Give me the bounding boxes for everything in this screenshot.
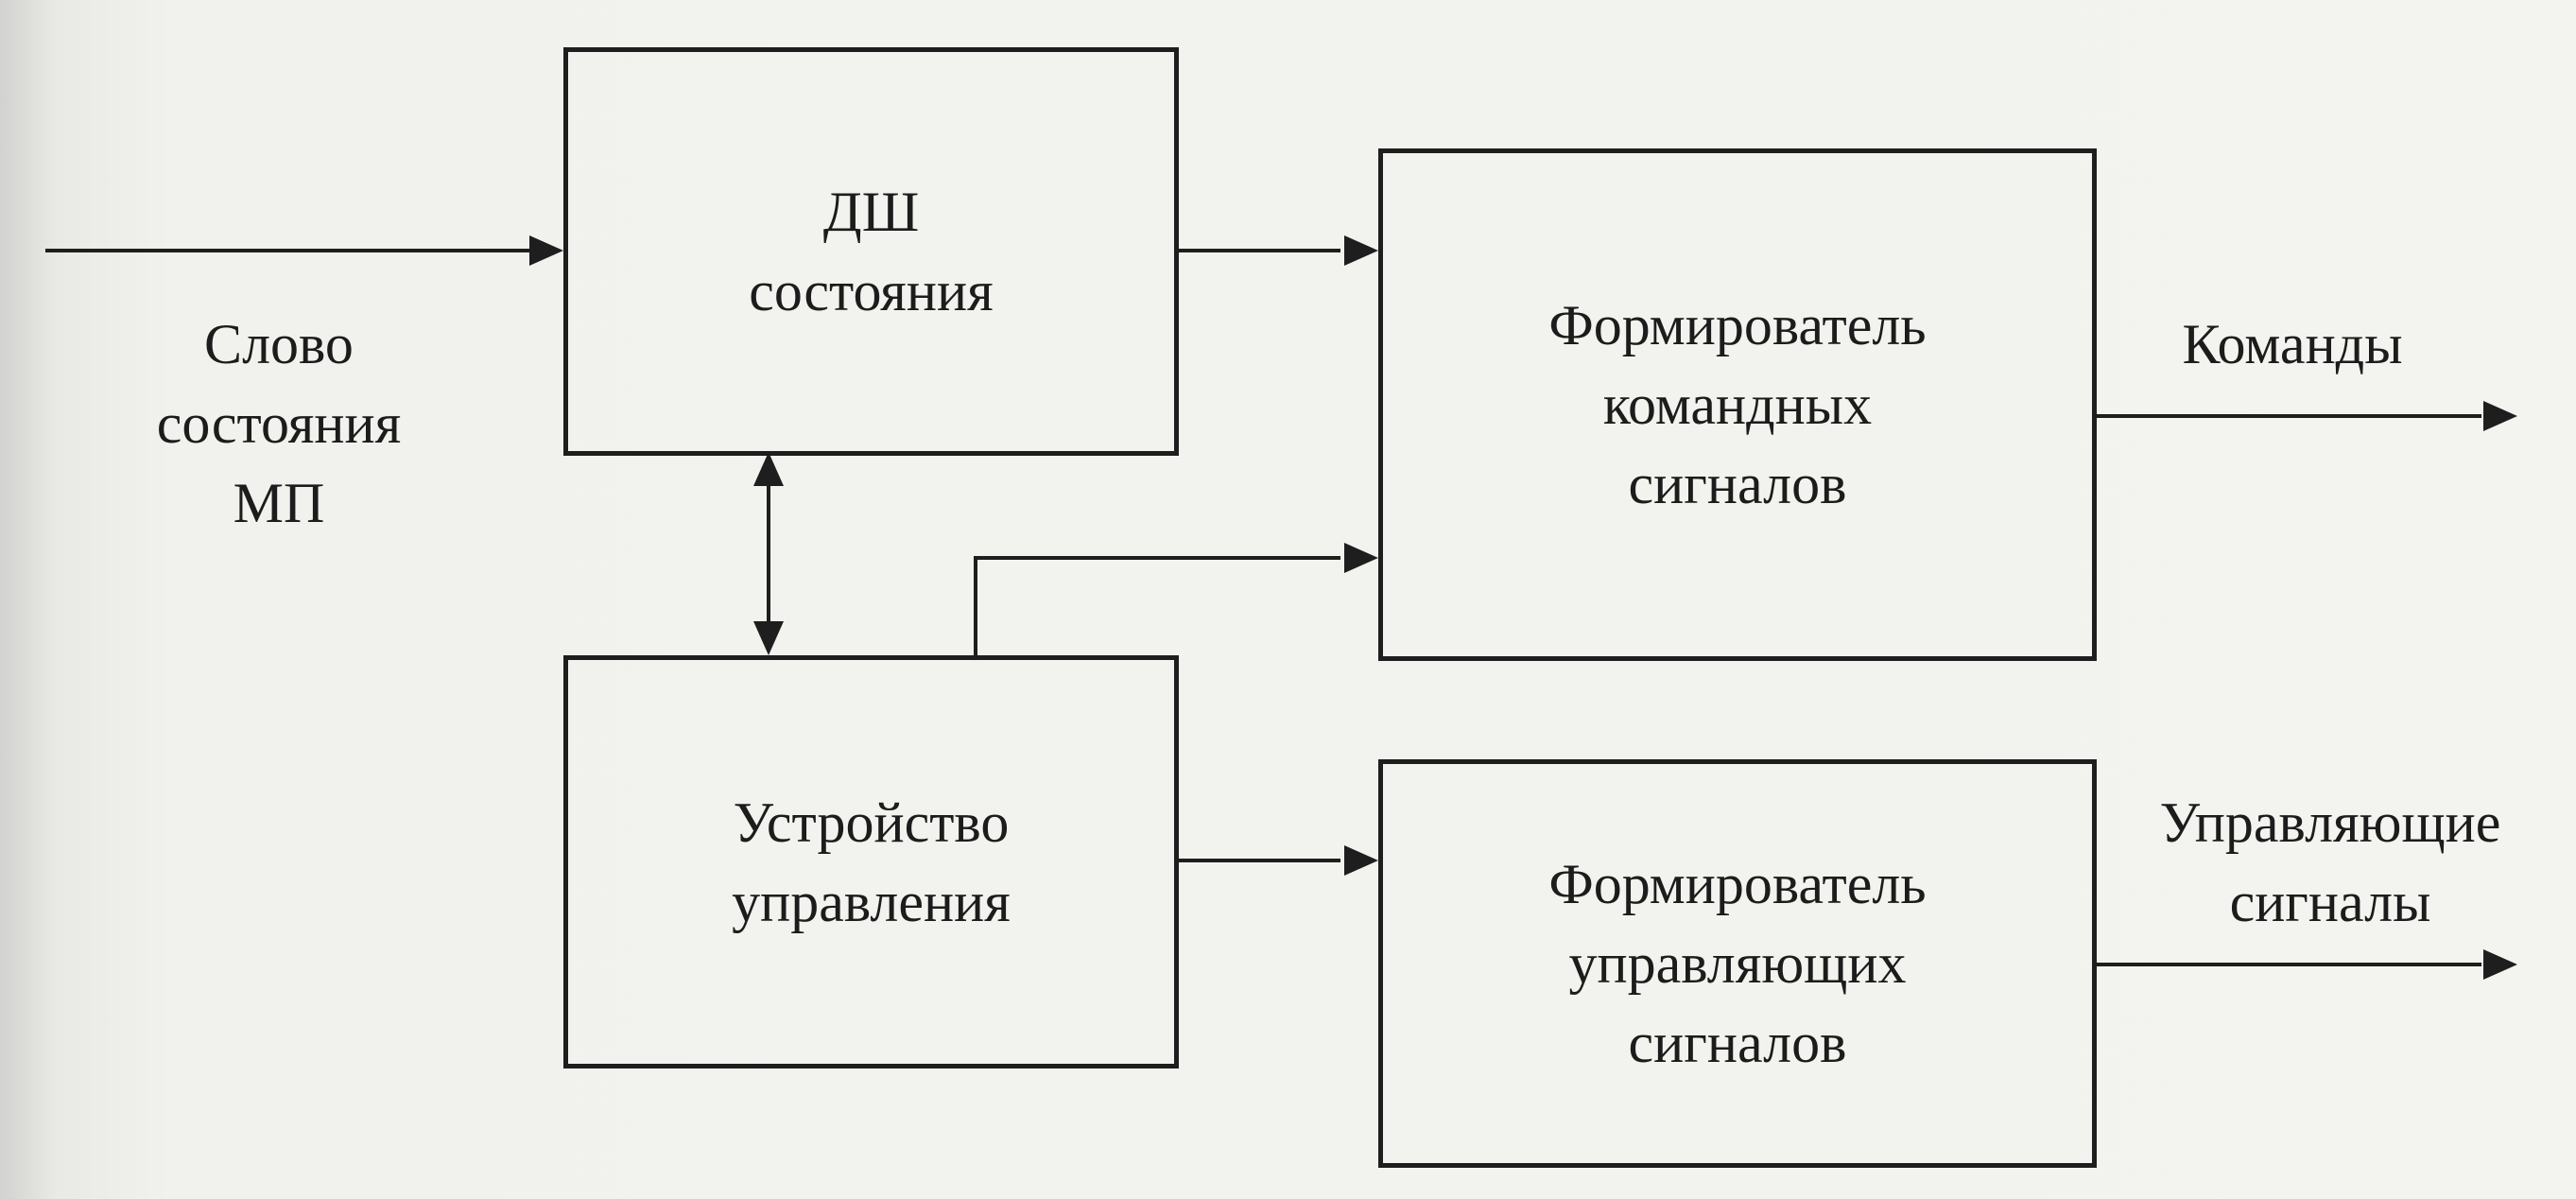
command-former-label: Формирователь командных сигналов (1548, 294, 1927, 515)
input-arrowhead (529, 235, 563, 266)
bidirectional-down-arrowhead (753, 621, 784, 655)
control-signals-output-label: Управляющие сигналы (2159, 791, 2501, 933)
bidirectional-up-arrowhead (753, 452, 784, 486)
control-signal-former-block: Формирователь управляющих сигналов (1378, 759, 2097, 1168)
control-signals-output-arrowhead (2483, 949, 2517, 980)
control-signal-former-label: Формирователь управляющих сигналов (1548, 853, 1927, 1074)
control-to-command-arrowhead (1344, 543, 1378, 573)
control-unit-label: Устройство управления (732, 791, 1011, 933)
state-decoder-label: ДШ состояния (749, 181, 994, 322)
control-to-command-wire (974, 556, 1340, 655)
control-unit-block: Устройство управления (563, 655, 1179, 1069)
state-decoder-block: ДШ состояния (563, 47, 1179, 456)
control-to-signal-former-arrowhead (1344, 845, 1378, 876)
commands-output-arrowhead (2483, 401, 2517, 431)
commands-output-label: Команды (2182, 313, 2403, 375)
input-signal-label: Слово состояния МП (156, 313, 402, 534)
command-former-block: Формирователь командных сигналов (1378, 148, 2097, 661)
decoder-to-command-arrowhead (1344, 235, 1378, 266)
